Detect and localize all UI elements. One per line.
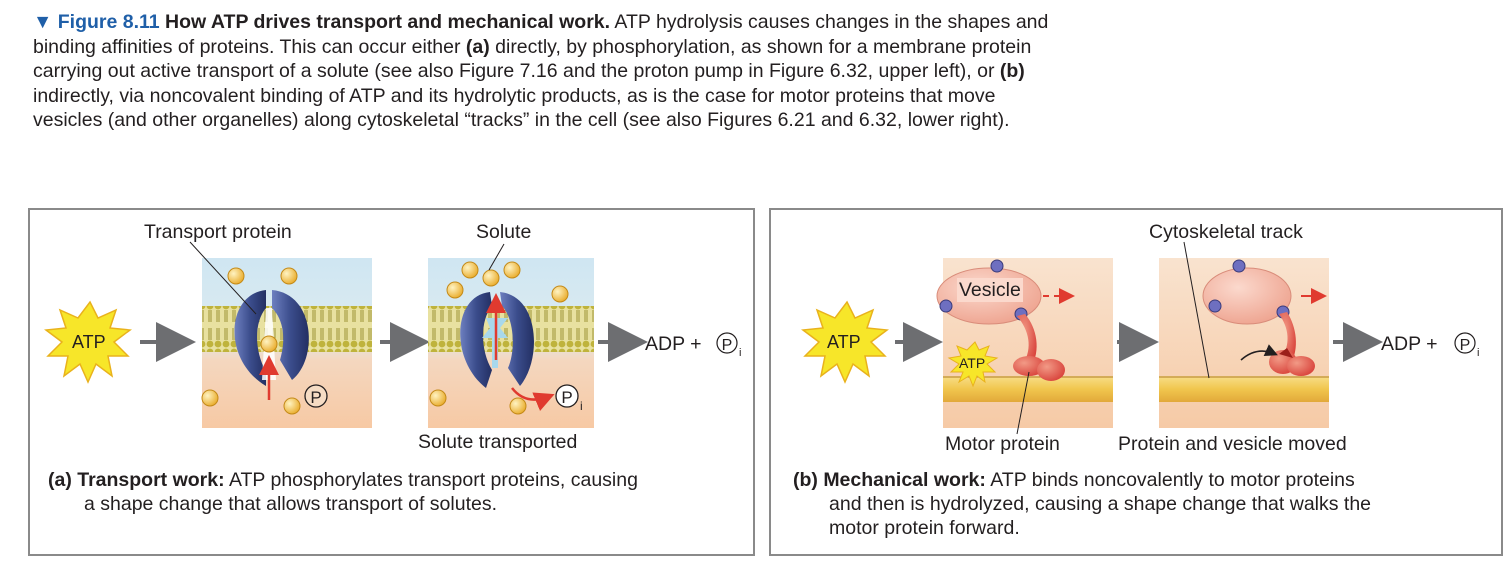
phosphate-released-icon: P i: [555, 384, 583, 413]
product-adp-pi: ADP + P i: [645, 332, 741, 359]
transport-protein-label: Transport protein: [144, 221, 292, 243]
panel-a-illustration: P P i ADP +: [44, 241, 741, 428]
atp-burst-icon: [801, 300, 889, 384]
caption-text-2: directly, by phosphorylation, as shown f…: [33, 35, 1032, 83]
panel-b-illustration: ATP ADP + P i: [801, 241, 1479, 435]
panel-a-desc-line2: a shape change that allows transport of …: [84, 493, 498, 515]
atp-label: ATP: [72, 332, 106, 352]
moved-label: Protein and vesicle moved: [1118, 433, 1347, 455]
panel-b: ATP ADP + P i ATP Vesicle Cy: [769, 208, 1503, 556]
pi-sub-label: i: [739, 347, 741, 359]
phosphate-icon: P: [304, 384, 328, 408]
adp-label: ADP +: [645, 333, 702, 355]
panel-a: P P i ADP +: [28, 208, 755, 556]
adp-label: ADP +: [1381, 333, 1438, 355]
figure-marker: ▼: [33, 11, 53, 33]
atp-small-icon: [947, 341, 999, 388]
pi-p-label: P: [1460, 337, 1471, 354]
caption-text-3: indirectly, via noncovalent binding of A…: [33, 84, 1010, 132]
caption-text-1: ATP hydrolysis causes changes in the sha…: [33, 11, 1049, 58]
panel-b-desc-lead: (b) Mechanical work:: [793, 469, 986, 491]
caption-b-marker: (b): [999, 60, 1025, 82]
caption-a-marker: (a): [465, 35, 490, 58]
pi-p-label: P: [722, 337, 733, 354]
solute-transported-label: Solute transported: [418, 431, 578, 453]
vesicle-label: Vesicle: [957, 278, 1023, 302]
motor-box-2: [1159, 241, 1329, 428]
panel-a-desc-line1: ATP phosphorylates transport proteins, c…: [228, 469, 638, 491]
figure-caption: ▼ Figure 8.11 How ATP drives transport a…: [33, 10, 1063, 133]
panel-b-description: (b) Mechanical work: ATP binds noncovale…: [793, 468, 1493, 540]
panel-b-desc-line1: ATP binds noncovalently to motor protein…: [990, 469, 1355, 491]
transport-box-2: [428, 258, 594, 428]
phosphate-label: P: [310, 388, 321, 407]
panel-a-description: (a) Transport work: ATP phosphorylates t…: [48, 468, 748, 516]
panel-b-desc-line3: motor protein forward.: [829, 517, 1020, 539]
cytoskeletal-track-label: Cytoskeletal track: [1149, 221, 1303, 243]
panel-a-desc-lead: (a) Transport work:: [48, 469, 225, 491]
panel-b-desc-line2: and then is hydrolyzed, causing a shape …: [829, 493, 1372, 515]
pi-sub-label: i: [1477, 347, 1479, 359]
figure-number: Figure 8.11: [57, 11, 160, 33]
atp-small-label: ATP: [959, 355, 985, 371]
phosphate-released-p: P: [561, 388, 572, 407]
phosphate-released-sub: i: [580, 399, 583, 413]
atp-burst-icon: [44, 300, 132, 384]
motor-protein-label: Motor protein: [945, 433, 1060, 455]
atp-label: ATP: [827, 332, 861, 352]
solute-label: Solute: [476, 221, 532, 243]
product-adp-pi: ADP + P i: [1381, 332, 1479, 359]
figure-title: How ATP drives transport and mechanical …: [165, 11, 611, 33]
